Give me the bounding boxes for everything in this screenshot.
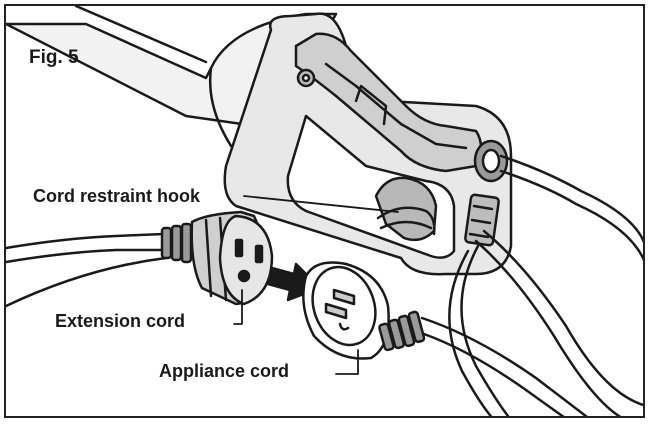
extension-cord-lower xyxy=(6,256,168,308)
line-art xyxy=(6,6,643,416)
appliance-plug-face xyxy=(311,265,377,347)
appliance-prong-a xyxy=(332,288,356,306)
housing-top-edge xyxy=(74,6,208,64)
extension-cord-cable xyxy=(6,232,166,250)
callout-cord-restraint-hook: Cord restraint hook xyxy=(30,187,204,205)
handle-socket xyxy=(464,193,500,247)
leader-hook xyxy=(243,195,399,213)
appliance-cord-loop-b xyxy=(460,244,510,416)
grip-bar-step xyxy=(354,84,388,126)
leader-extension xyxy=(233,289,243,325)
appliance-prong-b xyxy=(324,302,348,320)
leader-appliance xyxy=(335,349,359,375)
extension-slot-left xyxy=(234,238,244,258)
callout-appliance-cord: Appliance cord xyxy=(156,362,293,380)
appliance-prong-ground xyxy=(338,322,350,331)
appliance-cord-loop-a xyxy=(482,229,643,407)
extension-strain-relief xyxy=(160,222,193,264)
extension-slot-right xyxy=(254,244,264,264)
extension-ground-hole xyxy=(237,269,251,283)
appliance-cord-top xyxy=(499,154,643,244)
figure-frame: Fig. 5 Cord restraint hook Extension cor… xyxy=(4,4,645,418)
figure-title: Fig. 5 xyxy=(29,47,79,68)
housing-shoulder xyxy=(208,66,298,168)
callout-extension-cord: Extension cord xyxy=(52,312,189,330)
grip-bar-groove xyxy=(324,62,468,150)
extension-plug-face xyxy=(218,214,274,306)
appliance-cord-bottom xyxy=(420,316,588,416)
appliance-strain-relief xyxy=(378,310,426,352)
